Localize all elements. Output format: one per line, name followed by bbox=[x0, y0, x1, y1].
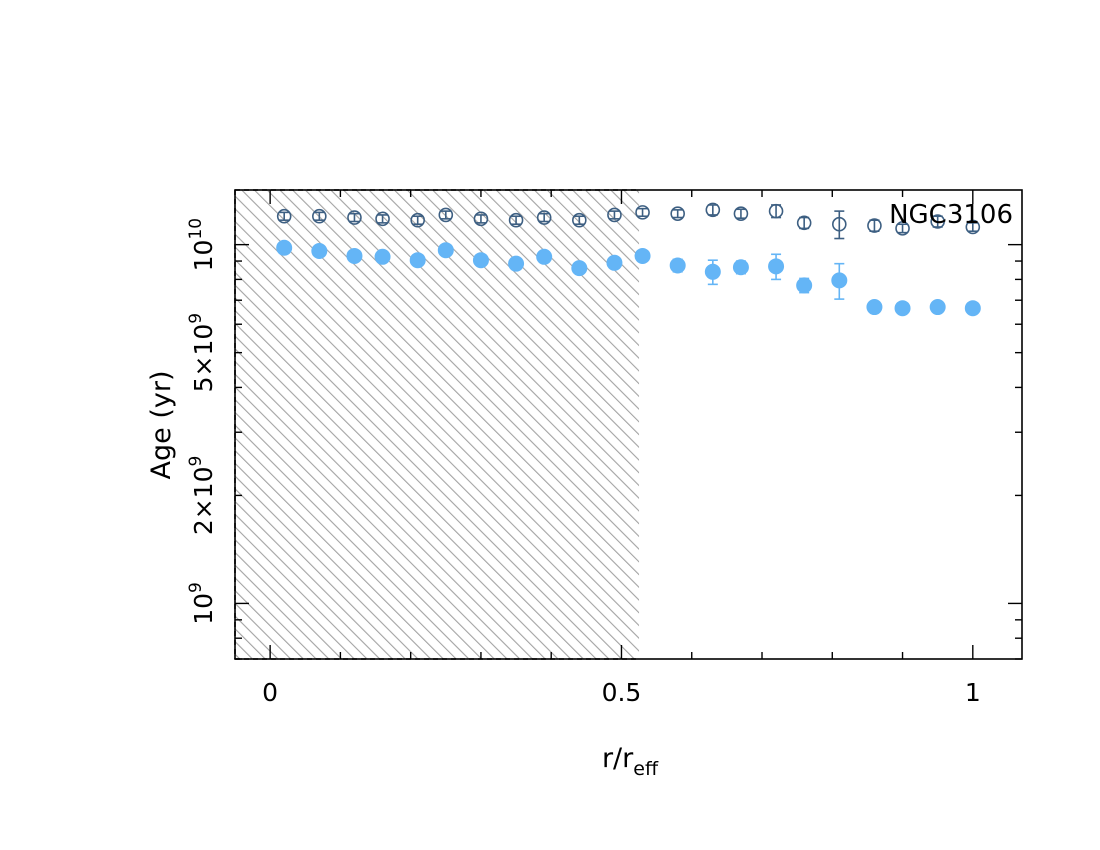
data-point bbox=[311, 242, 328, 259]
axis-ticks bbox=[235, 190, 1022, 660]
y-tick-label-mantissa: 10 bbox=[189, 593, 218, 625]
data-point bbox=[472, 252, 489, 269]
data-point bbox=[733, 206, 749, 221]
data-point bbox=[276, 239, 293, 256]
data-point bbox=[374, 248, 391, 265]
data-point bbox=[410, 212, 425, 228]
data-point bbox=[768, 203, 784, 219]
data-point bbox=[634, 247, 651, 264]
data-points bbox=[276, 202, 981, 317]
data-point bbox=[705, 202, 721, 218]
data-point bbox=[409, 252, 426, 269]
data-point bbox=[929, 299, 946, 316]
data-point bbox=[508, 255, 525, 272]
x-axis-label: r/reff bbox=[602, 743, 659, 780]
data-point bbox=[536, 248, 553, 265]
x-tick-label: 0.5 bbox=[602, 678, 642, 707]
data-point bbox=[831, 272, 848, 289]
series-1 bbox=[276, 239, 981, 317]
chart-title: NGC3106 bbox=[889, 200, 1013, 230]
y-tick-label: 5×109 bbox=[186, 313, 218, 393]
data-point bbox=[832, 216, 847, 232]
data-point bbox=[930, 214, 945, 229]
data-point bbox=[606, 254, 623, 271]
y-tick-label-mantissa: 10 bbox=[189, 240, 218, 272]
data-point bbox=[347, 210, 362, 225]
y-tick-label-exponent: 10 bbox=[186, 218, 206, 240]
plot-frame bbox=[234, 189, 1023, 660]
data-point bbox=[607, 207, 622, 223]
data-point bbox=[895, 221, 910, 236]
data-point bbox=[635, 205, 650, 220]
data-point bbox=[964, 300, 981, 317]
x-tick-label: 0 bbox=[262, 678, 278, 707]
y-tick-label: 2×109 bbox=[186, 456, 218, 536]
y-tick-label: 1010 bbox=[186, 218, 218, 271]
data-point bbox=[571, 260, 588, 277]
data-point bbox=[732, 259, 749, 276]
data-point bbox=[894, 300, 911, 317]
x-tick-label: 1 bbox=[965, 678, 981, 707]
data-point bbox=[312, 208, 327, 224]
data-point bbox=[866, 299, 883, 316]
data-point bbox=[965, 219, 981, 235]
data-point bbox=[508, 212, 524, 228]
data-point bbox=[572, 212, 587, 228]
y-tick-label-exponent: 9 bbox=[186, 582, 206, 593]
data-point bbox=[670, 206, 685, 221]
series-0 bbox=[276, 202, 981, 240]
data-point bbox=[438, 207, 454, 223]
y-tick-label-mantissa: 5×10 bbox=[189, 324, 218, 393]
data-point bbox=[768, 258, 785, 275]
data-point bbox=[796, 215, 812, 231]
data-point bbox=[867, 218, 882, 233]
data-point bbox=[375, 211, 390, 227]
data-point bbox=[536, 210, 552, 225]
y-tick-label: 109 bbox=[186, 582, 218, 625]
y-tick-label-mantissa: 2×10 bbox=[189, 466, 218, 535]
data-point bbox=[437, 242, 454, 259]
x-axis-label-main: r/r bbox=[602, 743, 634, 774]
data-point bbox=[704, 263, 721, 280]
data-point bbox=[276, 208, 292, 224]
y-axis-label: Age (yr) bbox=[146, 371, 177, 480]
x-axis-label-subscript: eff bbox=[633, 758, 659, 780]
data-point bbox=[796, 277, 813, 294]
y-tick-label-exponent: 9 bbox=[186, 456, 206, 467]
data-point bbox=[473, 211, 489, 227]
y-tick-label-exponent: 9 bbox=[186, 313, 206, 324]
data-point bbox=[346, 247, 363, 264]
data-point bbox=[669, 257, 686, 274]
